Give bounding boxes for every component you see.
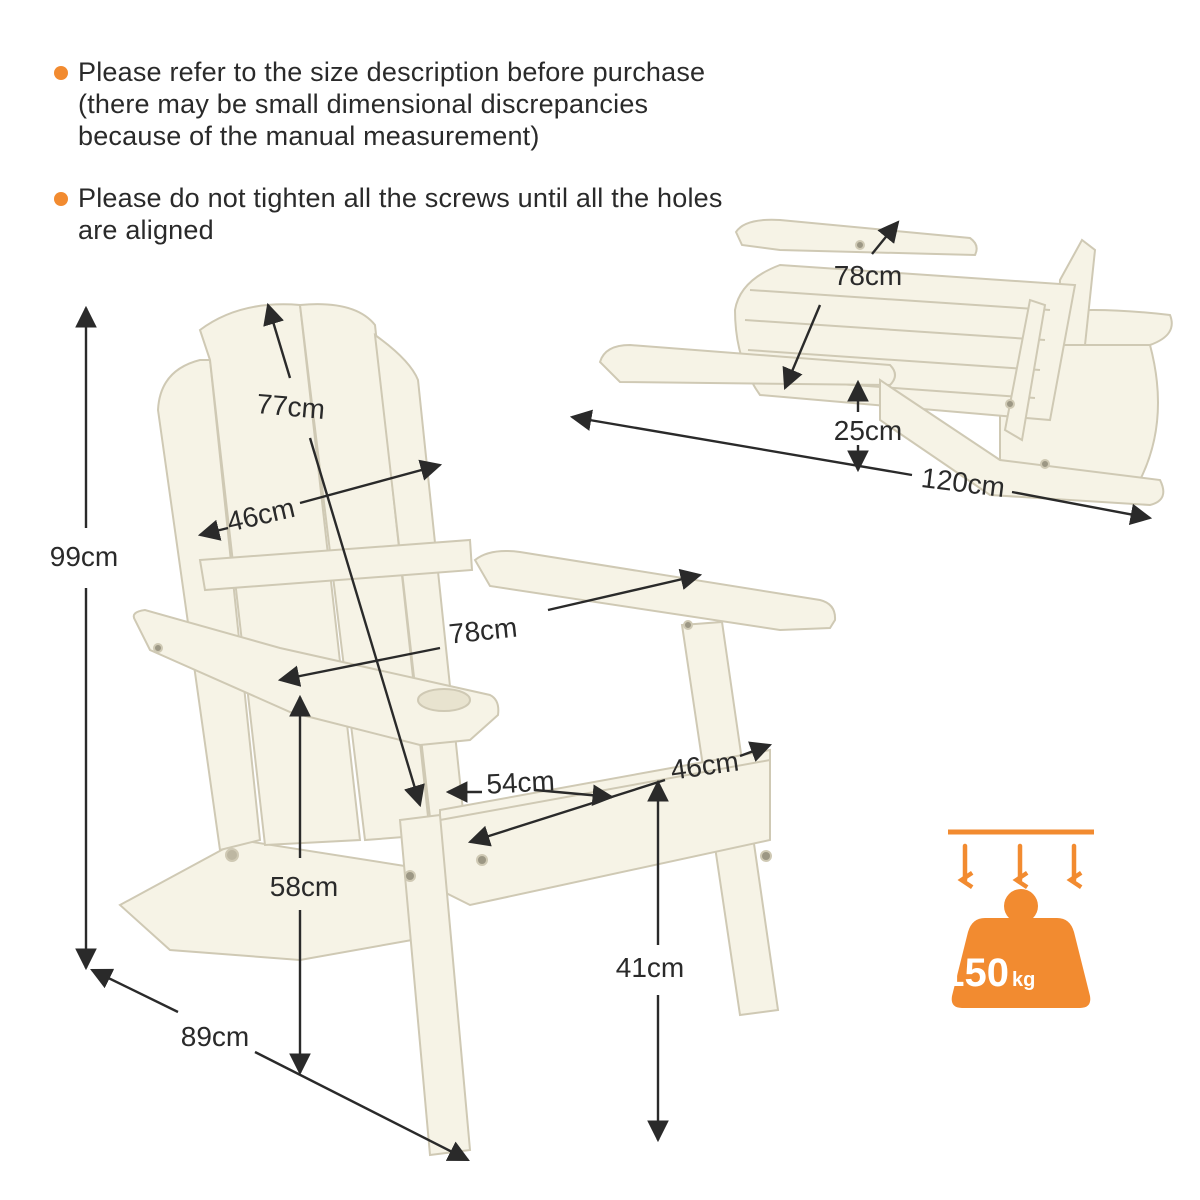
left-armrest (132, 608, 500, 747)
down-arrows-icon (957, 843, 1083, 889)
folded-length-line (1011, 490, 1153, 526)
note-screws-text: Please do not tighten all the screws unt… (78, 183, 723, 245)
weight-value: 150 (942, 951, 1009, 995)
folded-right-armrest (598, 343, 896, 387)
total-depth-line (254, 1050, 470, 1162)
screw-icon (760, 850, 772, 862)
seat-depth-line (534, 784, 615, 806)
screw-icon (683, 620, 693, 630)
folded-brace (1003, 298, 1047, 442)
folded-thickness-label: 25cm (834, 415, 902, 446)
screw-icon (476, 854, 488, 866)
total-depth-line (90, 968, 179, 1014)
open-chair-illustration (118, 303, 837, 1157)
total-depth-label: 89cm (181, 1021, 249, 1052)
folded-left-armrest (734, 218, 978, 257)
total-height-label: 99cm (50, 541, 118, 572)
folded-width-label: 78cm (834, 260, 902, 291)
dimension-lines (75, 220, 1153, 1162)
folded-base (879, 378, 1165, 507)
right-armrest (473, 550, 837, 632)
folded-width-line (782, 304, 822, 390)
screw-icon (855, 240, 865, 250)
bullet-dot-icon (54, 192, 68, 206)
screw-icon (225, 848, 239, 862)
screw-icon (1040, 459, 1050, 469)
seat-height-label: 41cm (616, 952, 684, 983)
left-front-leg (398, 813, 472, 1157)
screw-icon (404, 870, 416, 882)
seat-width-line (739, 741, 773, 762)
back-rail (198, 538, 474, 592)
armrest-span-label: 78cm (447, 612, 518, 650)
folded-width-line (871, 220, 900, 255)
seat-width-line (467, 778, 666, 847)
back-slat (156, 359, 262, 852)
backrest-height-line (308, 437, 425, 808)
screw-icon (1005, 399, 1015, 409)
folded-length-line (569, 409, 913, 477)
weight-icon (951, 889, 1091, 1008)
backrest-height-label: 77cm (255, 388, 326, 425)
note-screws: Please do not tighten all the screws unt… (52, 182, 732, 246)
bullet-dot-icon (54, 66, 68, 80)
armrest-span-line (547, 568, 703, 612)
armrest-height-label: 58cm (270, 871, 338, 902)
backrest-width-line (197, 519, 229, 541)
note-size-text: Please refer to the size description bef… (78, 57, 706, 151)
cup-holder-icon (417, 688, 471, 712)
folded-slat-lines (744, 289, 1051, 399)
screw-icon (153, 643, 163, 653)
notes-list: Please refer to the size description bef… (52, 56, 732, 276)
weight-capacity-badge: 150 kg (942, 829, 1094, 1008)
weight-unit: kg (1012, 969, 1035, 991)
note-size: Please refer to the size description bef… (52, 56, 732, 152)
seat-depth-label: 54cm (486, 765, 556, 800)
folded-chair-illustration (598, 218, 1173, 507)
backrest-height-line (263, 302, 292, 379)
backrest-width-line (299, 459, 443, 505)
armrest-span-line (277, 646, 441, 687)
